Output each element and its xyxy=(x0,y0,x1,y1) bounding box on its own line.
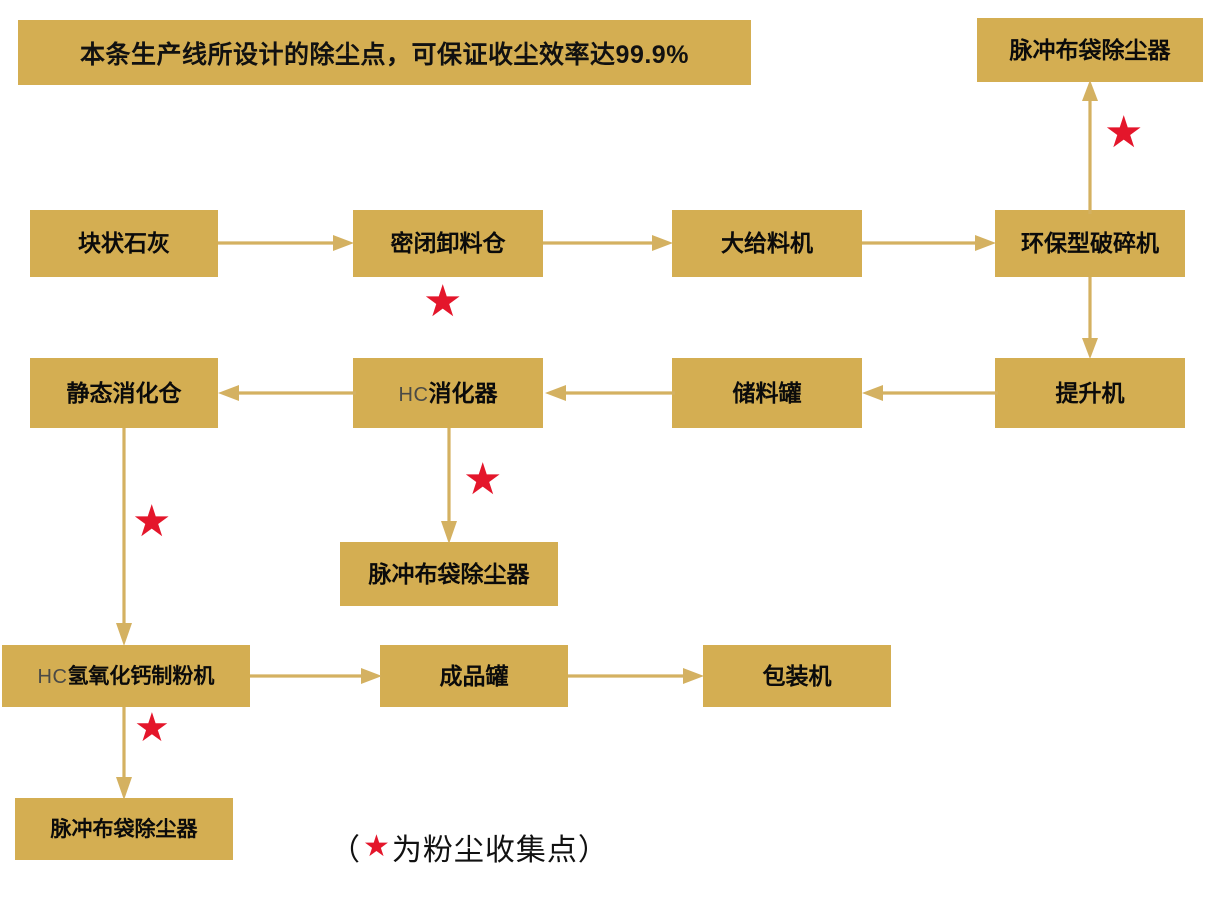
connector-sealed-bin-to-large-feeder xyxy=(543,235,673,251)
connector-hc-mill-to-finished-tank xyxy=(250,668,382,684)
node-label-sealed-discharge-bin: 密闭卸料仓 xyxy=(390,230,506,256)
node-label-storage-tank: 储料罐 xyxy=(732,379,802,406)
node-labeltext-hc-digester: 消化器 xyxy=(428,379,498,406)
star-static-bin: ★ xyxy=(132,497,172,546)
connector-hc-digester-to-dust-collector xyxy=(441,428,457,544)
node-dust-collector-top-right[interactable]: 脉冲布袋除尘器 xyxy=(977,18,1203,82)
star-hc-mill: ★ xyxy=(134,706,170,750)
connector-elevator-to-storage-tank xyxy=(862,385,998,401)
node-hc-hydrated-lime-mill[interactable]: HC氢氧化钙制粉机 xyxy=(2,645,250,707)
legend: （ ★ 为粉尘收集点 ） xyxy=(330,825,609,869)
node-finished-product-tank[interactable]: 成品罐 xyxy=(380,645,568,707)
connector-lump-lime-to-sealed-bin xyxy=(218,235,354,251)
node-label-elevator: 提升机 xyxy=(1055,379,1125,406)
star-eco-crusher: ★ xyxy=(1104,108,1144,157)
legend-open-paren: （ xyxy=(330,834,361,867)
node-eco-crusher[interactable]: 环保型破碎机 xyxy=(995,210,1185,277)
title-banner: 本条生产线所设计的除尘点，可保证收尘效率达99.9% xyxy=(18,20,751,85)
connector-eco-crusher-to-elevator xyxy=(1082,277,1098,359)
connector-large-feeder-to-eco-crusher xyxy=(862,235,996,251)
node-label-packing-machine: 包装机 xyxy=(762,662,832,689)
node-storage-tank[interactable]: 储料罐 xyxy=(672,358,862,428)
node-dust-collector-bottom[interactable]: 脉冲布袋除尘器 xyxy=(15,798,233,860)
node-elevator[interactable]: 提升机 xyxy=(995,358,1185,428)
connector-hc-mill-to-dust-collector-bottom xyxy=(116,707,132,800)
node-label-dust-collector-bottom: 脉冲布袋除尘器 xyxy=(50,817,198,841)
node-dust-collector-middle[interactable]: 脉冲布袋除尘器 xyxy=(340,542,558,606)
node-static-digestion-bin[interactable]: 静态消化仓 xyxy=(30,358,218,428)
node-label-finished-product-tank: 成品罐 xyxy=(439,662,509,689)
star-hc-digester: ★ xyxy=(463,455,503,504)
node-labeltext-hc-hydrated-lime-mill: 氢氧化钙制粉机 xyxy=(67,664,215,688)
node-label-dust-collector-top-right: 脉冲布袋除尘器 xyxy=(1009,36,1171,63)
node-hc-digester[interactable]: HC消化器 xyxy=(353,358,543,428)
node-lump-lime[interactable]: 块状石灰 xyxy=(30,210,218,277)
node-label-lump-lime: 块状石灰 xyxy=(78,230,170,256)
node-label-large-feeder: 大给料机 xyxy=(721,230,813,256)
connector-hc-digester-to-static-bin xyxy=(218,385,356,401)
node-sealed-discharge-bin[interactable]: 密闭卸料仓 xyxy=(353,210,543,277)
star-sealed-bin: ★ xyxy=(423,277,463,326)
legend-close-paren: ） xyxy=(577,834,609,867)
connector-storage-tank-to-hc-digester xyxy=(545,385,675,401)
node-prefix-hc-hydrated-lime-mill: HC xyxy=(37,665,68,688)
node-label-hc-hydrated-lime-mill: HC氢氧化钙制粉机 xyxy=(38,666,215,687)
legend-label: 为粉尘收集点 xyxy=(391,834,578,867)
node-large-feeder[interactable]: 大给料机 xyxy=(672,210,862,277)
node-label-dust-collector-middle: 脉冲布袋除尘器 xyxy=(368,560,530,587)
node-packing-machine[interactable]: 包装机 xyxy=(703,645,891,707)
title-banner-text: 本条生产线所设计的除尘点，可保证收尘效率达99.9% xyxy=(80,40,689,69)
node-prefix-hc-digester: HC xyxy=(398,383,429,406)
legend-star-icon: ★ xyxy=(363,830,390,863)
connector-finished-tank-to-packing-machine xyxy=(568,668,704,684)
node-label-eco-crusher: 环保型破碎机 xyxy=(1021,230,1159,256)
connector-static-bin-to-hc-mill xyxy=(116,428,132,646)
node-label-static-digestion-bin: 静态消化仓 xyxy=(66,379,182,406)
connector-eco-crusher-to-dust-collector xyxy=(1082,80,1098,214)
node-label-hc-digester: HC消化器 xyxy=(398,379,498,406)
